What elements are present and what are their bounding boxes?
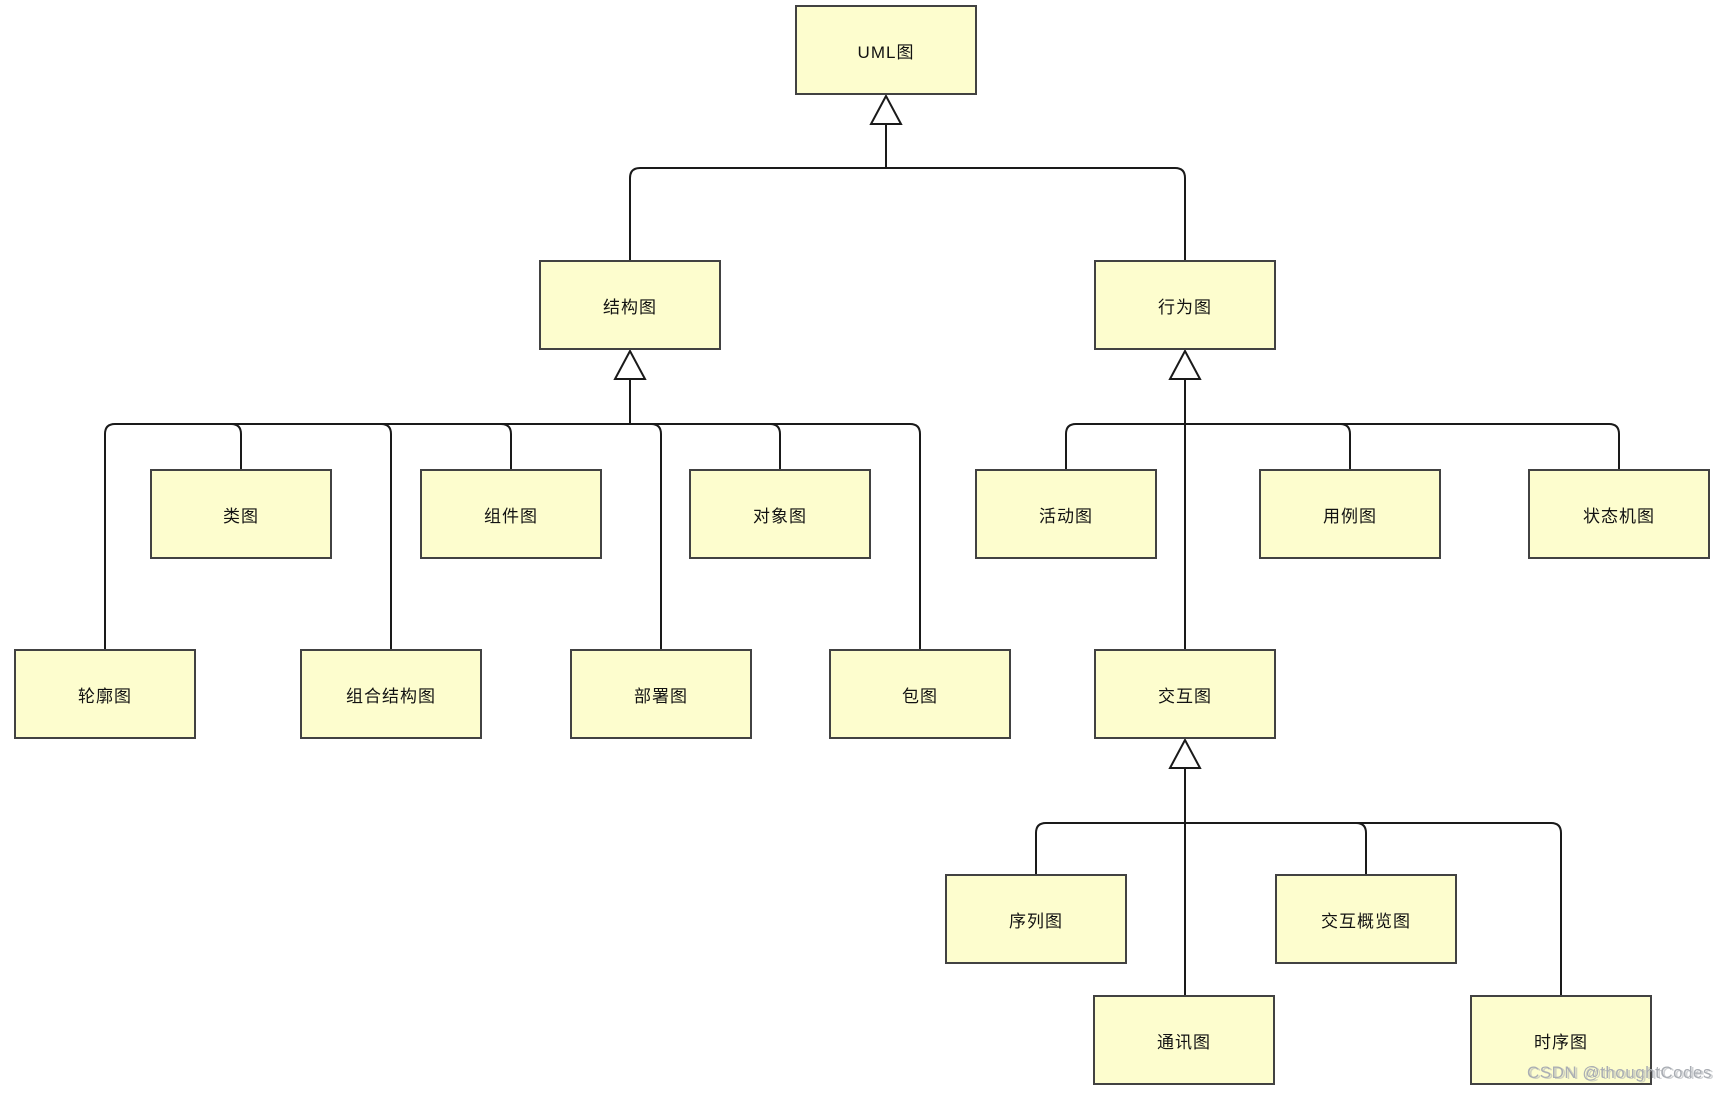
edge-drop-deployment: [650, 423, 662, 649]
node-label: 时序图: [1534, 1032, 1588, 1052]
node-structure-diagram: 结构图: [539, 260, 721, 350]
edge-drop-use-case: [1339, 423, 1351, 469]
node-uml-diagram: UML图: [795, 5, 977, 95]
node-label: 状态机图: [1583, 506, 1655, 526]
node-package-diagram: 包图: [829, 649, 1011, 739]
node-state-machine-diagram: 状态机图: [1528, 469, 1710, 559]
generalization-arrowheads: [613, 93, 1202, 769]
edge-structure-bus: [104, 423, 921, 649]
node-class-diagram: 类图: [150, 469, 332, 559]
triangle-arrow-to-interaction-icon: [1168, 737, 1202, 769]
node-timing-diagram: 时序图: [1470, 995, 1652, 1085]
node-label: 结构图: [603, 297, 657, 317]
edge-interaction-bus: [1035, 822, 1562, 995]
edge-drop-interaction-overview: [1355, 822, 1367, 874]
node-profile-diagram: 轮廓图: [14, 649, 196, 739]
node-communication-diagram: 通讯图: [1093, 995, 1275, 1085]
node-behavior-diagram: 行为图: [1094, 260, 1276, 350]
edge-paths: [104, 124, 1620, 995]
node-label: 对象图: [753, 506, 807, 526]
triangle-arrow-to-uml-icon: [869, 93, 903, 125]
node-label: 组合结构图: [346, 686, 436, 706]
node-label: 用例图: [1323, 506, 1377, 526]
node-deployment-diagram: 部署图: [570, 649, 752, 739]
node-label: 活动图: [1039, 506, 1093, 526]
node-use-case-diagram: 用例图: [1259, 469, 1441, 559]
node-component-diagram: 组件图: [420, 469, 602, 559]
node-composite-structure-diagram: 组合结构图: [300, 649, 482, 739]
edge-behavior-bus: [1065, 423, 1620, 469]
node-label: 序列图: [1009, 911, 1063, 931]
edge-level1-bus: [629, 167, 1186, 260]
node-label: 类图: [223, 506, 259, 526]
node-interaction-diagram: 交互图: [1094, 649, 1276, 739]
node-label: 包图: [902, 686, 938, 706]
edge-drop-component: [500, 423, 512, 469]
triangle-arrow-to-behavior-icon: [1168, 348, 1202, 380]
node-label: UML图: [857, 42, 915, 62]
node-label: 组件图: [484, 506, 538, 526]
node-interaction-overview-diagram: 交互概览图: [1275, 874, 1457, 964]
node-object-diagram: 对象图: [689, 469, 871, 559]
node-label: 交互图: [1158, 686, 1212, 706]
triangle-arrow-to-structure-icon: [613, 348, 647, 380]
node-label: 行为图: [1158, 297, 1212, 317]
edge-drop-composite-structure: [380, 423, 392, 649]
node-label: 轮廓图: [78, 686, 132, 706]
edge-drop-object: [769, 423, 781, 469]
node-label: 交互概览图: [1321, 911, 1411, 931]
edge-drop-class: [230, 423, 242, 469]
node-activity-diagram: 活动图: [975, 469, 1157, 559]
node-sequence-diagram: 序列图: [945, 874, 1127, 964]
node-label: 通讯图: [1157, 1032, 1211, 1052]
csdn-watermark: CSDN @thoughtCodes: [1526, 1063, 1712, 1082]
node-label: 部署图: [634, 686, 688, 706]
